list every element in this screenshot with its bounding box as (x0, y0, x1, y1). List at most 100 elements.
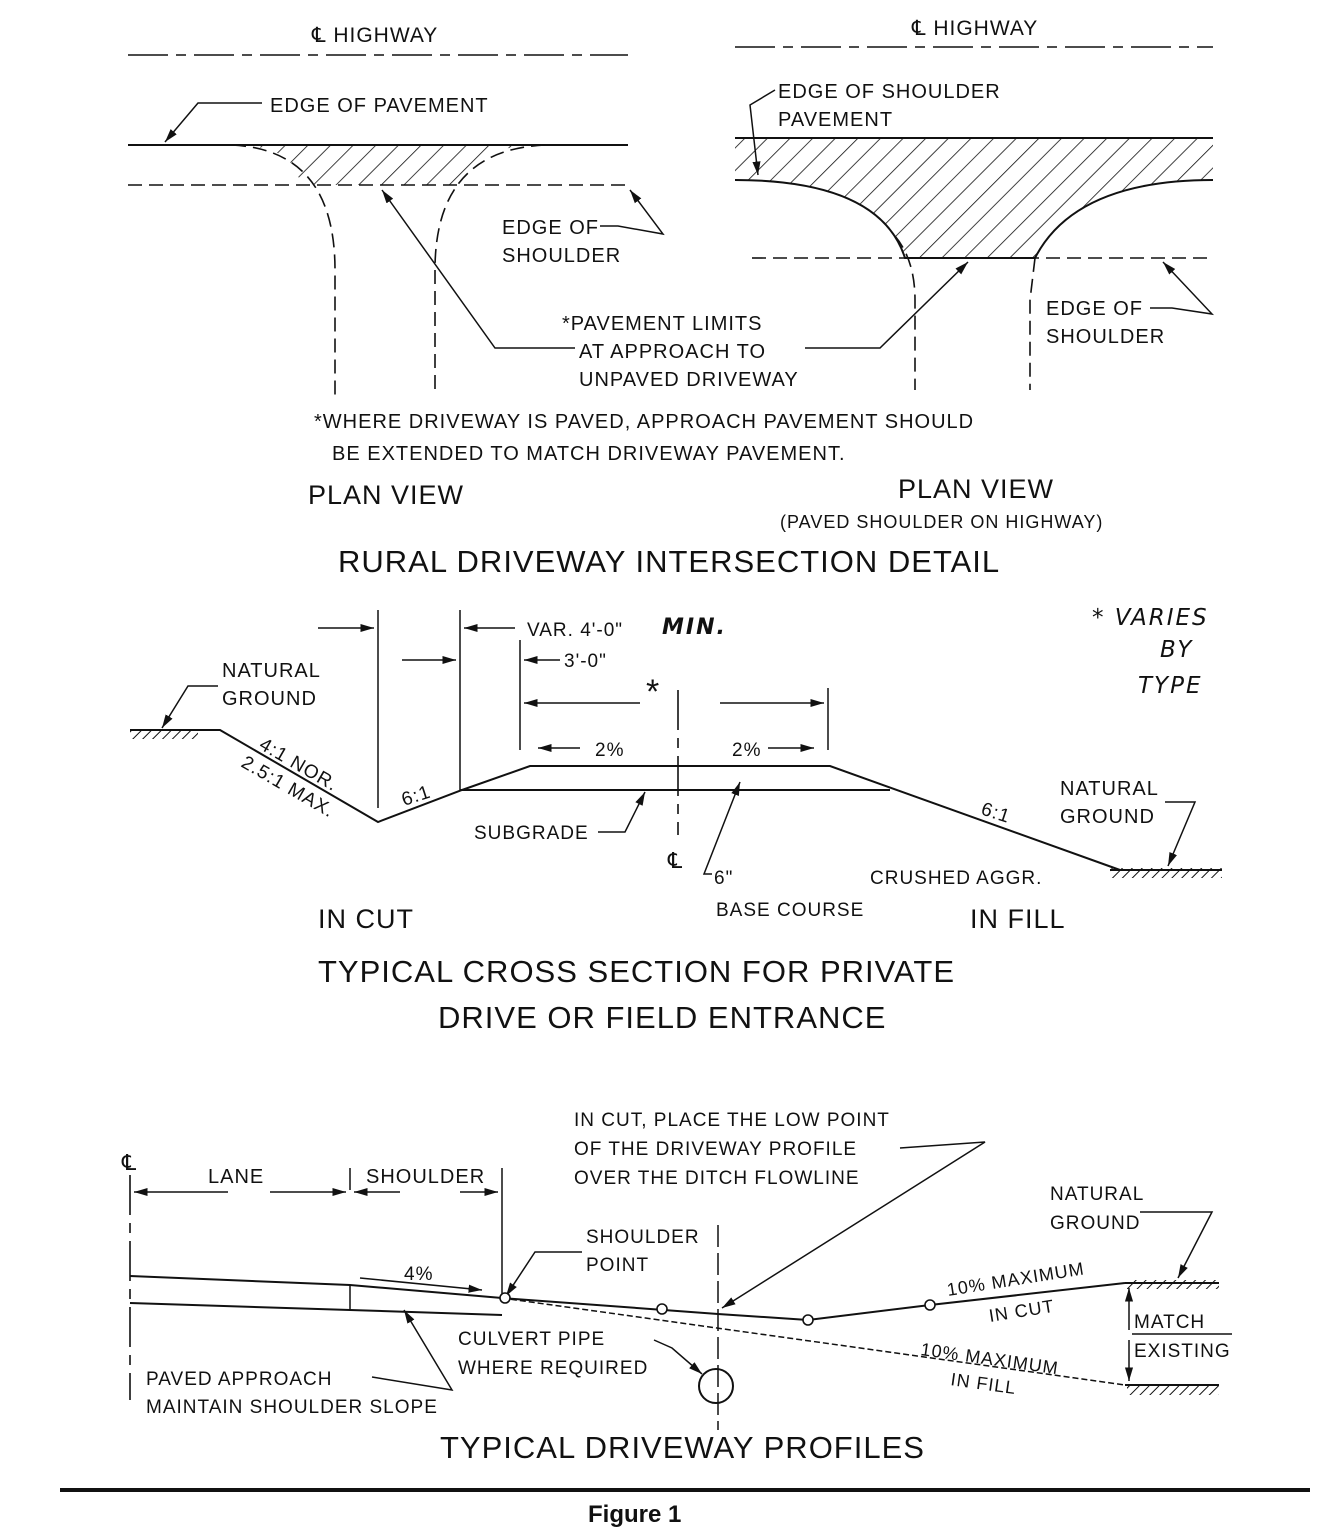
rural-detail-title: RURAL DRIVEWAY INTERSECTION DETAIL (338, 544, 1000, 579)
edge-of-shoulder-label-left-2: SHOULDER (502, 245, 621, 267)
profile-natural-ground-2: GROUND (1050, 1213, 1140, 1234)
varies-note-3: TYPE (1138, 673, 1203, 699)
shoulder-grade-label: 4% (404, 1264, 433, 1285)
cl-highway-label-right: ℄ HIGHWAY (911, 17, 1038, 40)
footnote-line-2: BE EXTENDED TO MATCH DRIVEWAY PAVEMENT. (332, 443, 846, 465)
edge-of-shoulder-label-right-1: EDGE OF (1046, 298, 1143, 320)
edge-of-shoulder-pavement-leader (749, 89, 776, 176)
subgrade-label: SUBGRADE (474, 823, 589, 844)
grade-right-label: 2% (732, 740, 761, 761)
natural-ground-left-2: GROUND (222, 688, 317, 710)
pavement-limits-line-2: AT APPROACH TO (579, 341, 766, 363)
natural-ground-hatch-left (130, 729, 198, 739)
shoulder-pavement-hatch-right (735, 138, 1213, 258)
low-point-note-2: OF THE DRIVEWAY PROFILE (574, 1139, 857, 1160)
edge-of-pavement-label: EDGE OF PAVEMENT (270, 95, 489, 117)
cross-section-cl-symbol: ℄ (667, 848, 683, 873)
cross-section: VAR. 4'-0" MIN. 3'-0" * * VARIES BY TYPE… (130, 605, 1222, 1035)
profile-natural-ground-leader (1140, 1211, 1214, 1279)
natural-ground-right-1: NATURAL (1060, 778, 1159, 800)
figure-caption: Figure 1 (588, 1501, 681, 1528)
low-point-note-1: IN CUT, PLACE THE LOW POINT (574, 1110, 890, 1131)
pavement-limits-note: *PAVEMENT LIMITS AT APPROACH TO UNPAVED … (562, 313, 799, 391)
driveway-edge-right-b (1029, 257, 1036, 390)
pavement-limits-line-1: *PAVEMENT LIMITS (562, 313, 762, 335)
profiles-title: TYPICAL DRIVEWAY PROFILES (440, 1430, 925, 1465)
natural-ground-leader-right (1165, 801, 1197, 867)
match-label-2: EXISTING (1134, 1341, 1231, 1362)
aggr-label-3: BASE COURSE (716, 900, 864, 921)
varies-note-1: * VARIES (1092, 605, 1209, 631)
plan-view-title-right: PLAN VIEW (898, 474, 1054, 504)
edge-of-shoulder-label-left-1: EDGE OF (502, 217, 599, 239)
var-dim-label: VAR. 4'-0" (527, 620, 623, 641)
shoulder-point-label-2: POINT (586, 1255, 649, 1276)
edge-of-shoulder-label-right-2: SHOULDER (1046, 326, 1165, 348)
natural-ground-hatch-right (1110, 868, 1222, 878)
lane-label: LANE (208, 1166, 264, 1188)
cross-section-title-2: DRIVE OR FIELD ENTRANCE (438, 1000, 886, 1035)
profile-natural-ground-1: NATURAL (1050, 1184, 1144, 1205)
aggr-label-1: 6" (714, 868, 733, 889)
width-star-label: * (646, 673, 660, 711)
driveway-edge-left-a (231, 144, 336, 395)
grade-left-label: 2% (595, 740, 624, 761)
aggr-leader (702, 781, 741, 875)
culvert-pipe (698, 1368, 734, 1404)
plan-view-subtitle-right: (PAVED SHOULDER ON HIGHWAY) (780, 512, 1103, 532)
plan-view-left: ℄ HIGHWAY EDGE OF PAVEMENT EDGE OF SHOUL… (128, 24, 665, 510)
profile-point-1 (656, 1303, 668, 1315)
shoulder-label: SHOULDER (366, 1166, 485, 1188)
pavement-limits-leader-right (805, 261, 969, 349)
min-handwritten-label: MIN. (662, 615, 727, 640)
shoulder-grade-arrow (359, 1277, 483, 1293)
fill-profile-line (501, 1297, 1126, 1386)
low-point-leader (721, 1141, 986, 1309)
shoulder-point-leader (505, 1251, 582, 1297)
in-fill-label: IN FILL (970, 904, 1066, 934)
low-point-note-3: OVER THE DITCH FLOWLINE (574, 1168, 860, 1189)
match-label-1: MATCH (1134, 1312, 1205, 1333)
pavement-limits-leader-left (381, 189, 575, 349)
culvert-label-1: CULVERT PIPE (458, 1329, 605, 1350)
subgrade-leader (598, 791, 646, 833)
edge-of-shoulder-leader-right (1150, 261, 1215, 316)
ground-hatch-fill (1127, 1386, 1219, 1395)
culvert-label-2: WHERE REQUIRED (458, 1358, 648, 1379)
three-foot-dim-label: 3'-0" (564, 651, 607, 672)
plan-view-right: ℄ HIGHWAY EDGE OF SHOULDER PAVEMENT EDGE… (734, 17, 1215, 532)
profile-point-3 (924, 1299, 936, 1311)
approach-pavement-hatch-left (232, 145, 545, 185)
varies-note-2: BY (1160, 637, 1193, 663)
edge-of-shoulder-pavement-label-2: PAVEMENT (778, 109, 893, 131)
footnote-line-1: *WHERE DRIVEWAY IS PAVED, APPROACH PAVEM… (314, 411, 974, 433)
plan-view-title-left: PLAN VIEW (308, 480, 464, 510)
lane-bottom-line (129, 1302, 503, 1316)
culvert-leader (653, 1339, 703, 1375)
profile-cl-symbol: ℄ (121, 1150, 137, 1175)
driveway-edge-right-a (894, 235, 916, 390)
slope-six-right: 6:1 (978, 799, 1012, 828)
natural-ground-right-2: GROUND (1060, 806, 1155, 828)
paved-approach-label-2: MAINTAIN SHOULDER SLOPE (146, 1397, 438, 1418)
edge-of-shoulder-pavement-label-1: EDGE OF SHOULDER (778, 81, 1001, 103)
paved-approach-label-1: PAVED APPROACH (146, 1369, 332, 1390)
max-cut-label-1: 10% MAXIMUM (945, 1258, 1085, 1300)
max-cut-label-2: IN CUT (987, 1296, 1055, 1326)
edge-of-pavement-leader (164, 102, 262, 143)
paved-approach-leader (371, 1309, 454, 1391)
max-fill-label-1: 10% MAXIMUM (919, 1339, 1059, 1378)
max-fill-label-2: IN FILL (949, 1369, 1017, 1398)
natural-ground-leader-left (161, 685, 218, 729)
slope-six-left: 6:1 (399, 782, 433, 811)
aggr-label-2: CRUSHED AGGR. (870, 868, 1042, 889)
driveway-edge-left-b (434, 144, 546, 395)
in-cut-label: IN CUT (318, 904, 414, 934)
footnote: *WHERE DRIVEWAY IS PAVED, APPROACH PAVEM… (314, 411, 974, 465)
pavement-limits-line-3: UNPAVED DRIVEWAY (579, 369, 799, 391)
shoulder-point-marker (499, 1292, 511, 1304)
natural-ground-left-1: NATURAL (222, 660, 321, 682)
driveway-profiles: ℄ LANE SHOULDER IN CUT, PLACE THE LOW PO… (121, 1110, 1232, 1465)
cl-highway-label-left: ℄ HIGHWAY (311, 24, 438, 47)
